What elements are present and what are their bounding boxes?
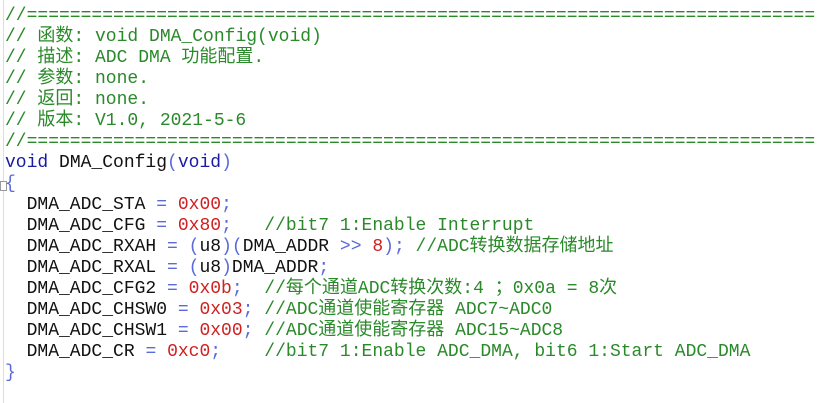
code-token-op: )( bbox=[221, 237, 243, 257]
code-line[interactable]: DMA_ADC_CFG = 0x80; //bit7 1:Enable Inte… bbox=[5, 216, 535, 237]
fold-toggle-icon[interactable] bbox=[0, 181, 7, 191]
code-line[interactable]: //======================================… bbox=[5, 132, 815, 153]
code-token-ident bbox=[178, 258, 189, 278]
code-token-ident: DMA_ADC_CFG2 bbox=[5, 279, 168, 299]
code-token-brace: { bbox=[5, 174, 16, 194]
code-token-op: ; bbox=[231, 279, 243, 299]
code-token-comment: //ADC通道使能寄存器 ADC7~ADC0 bbox=[253, 300, 553, 320]
code-token-number: 0x80 bbox=[177, 216, 222, 236]
code-token-op: = bbox=[156, 216, 168, 236]
code-line[interactable]: DMA_ADC_CFG2 = 0x0b; //每个通道ADC转换次数:4 ；0x… bbox=[5, 279, 618, 300]
code-line[interactable]: // 函数: void DMA_Config(void) bbox=[5, 27, 322, 48]
code-token-ident bbox=[167, 195, 178, 215]
code-token-ident bbox=[362, 237, 373, 257]
code-token-comment: //======================================… bbox=[5, 6, 816, 26]
code-token-comment: // 版本: V1.0, 2021-5-6 bbox=[5, 111, 247, 131]
code-line[interactable]: //======================================… bbox=[5, 6, 815, 27]
code-token-comment: // 函数: void DMA_Config(void) bbox=[5, 27, 322, 47]
code-token-op: ( bbox=[188, 237, 200, 257]
code-token-ident bbox=[178, 279, 189, 299]
code-token-number: 0x00 bbox=[177, 195, 222, 215]
editor-gutter bbox=[0, 0, 4, 403]
code-token-op: = bbox=[145, 342, 157, 362]
code-token-ident: DMA_ADC_CFG bbox=[5, 216, 157, 236]
code-token-comment: //ADC通道使能寄存器 ADC15~ADC8 bbox=[253, 321, 564, 341]
code-token-op: ; bbox=[221, 195, 232, 215]
code-token-ident bbox=[189, 321, 200, 341]
code-token-ident: DMA_ADDR bbox=[242, 237, 340, 257]
code-token-op: ; bbox=[318, 258, 330, 278]
code-token-ident: DMA_ADC_CHSW0 bbox=[5, 300, 178, 320]
code-token-op: = bbox=[167, 237, 178, 257]
code-token-comment: //ADC转换数据存储地址 bbox=[404, 237, 614, 257]
code-token-op: ; bbox=[210, 342, 222, 362]
code-token-ident bbox=[189, 300, 200, 320]
code-token-ident: DMA_ADC_RXAL bbox=[5, 258, 168, 278]
code-token-op: ; bbox=[242, 321, 254, 341]
code-token-op: = bbox=[156, 195, 168, 215]
code-token-ident: DMA_Config bbox=[48, 153, 168, 173]
code-token-number: 8 bbox=[372, 237, 384, 257]
code-token-ident: u8 bbox=[199, 237, 222, 257]
code-line[interactable]: // 参数: none. bbox=[5, 69, 149, 90]
code-token-ident bbox=[167, 216, 178, 236]
code-token-number: 0x03 bbox=[199, 300, 243, 320]
code-token-comment: //bit7 1:Enable ADC_DMA, bit6 1:Start AD… bbox=[221, 342, 751, 362]
code-line[interactable]: { bbox=[5, 174, 16, 195]
code-token-comment: // 描述: ADC DMA 功能配置. bbox=[5, 48, 265, 68]
code-token-ident bbox=[156, 342, 167, 362]
code-token-ident: DMA_ADDR bbox=[231, 258, 319, 278]
code-token-op: = bbox=[177, 300, 189, 320]
code-line[interactable]: // 版本: V1.0, 2021-5-6 bbox=[5, 111, 246, 132]
code-token-ident: DMA_ADC_STA bbox=[5, 195, 157, 215]
code-token-op: >> bbox=[339, 237, 362, 257]
code-token-comment: //======================================… bbox=[5, 132, 816, 152]
code-token-op: ) bbox=[221, 258, 232, 278]
code-token-brace: } bbox=[5, 363, 16, 383]
code-token-number: 0x0b bbox=[188, 279, 232, 299]
code-token-number: 0x00 bbox=[199, 321, 243, 341]
code-token-comment: //bit7 1:Enable Interrupt bbox=[231, 216, 535, 236]
code-token-comment: //每个通道ADC转换次数:4 ；0x0a = 8次 bbox=[242, 279, 618, 299]
code-token-op: = bbox=[167, 258, 178, 278]
code-token-kw: void bbox=[177, 153, 222, 173]
code-line[interactable]: DMA_ADC_STA = 0x00; bbox=[5, 195, 232, 216]
code-token-op: ( bbox=[167, 153, 178, 173]
code-line[interactable]: DMA_ADC_CHSW1 = 0x00; //ADC通道使能寄存器 ADC15… bbox=[5, 321, 564, 342]
code-line[interactable]: DMA_ADC_RXAL = (u8)DMA_ADDR; bbox=[5, 258, 330, 279]
code-token-ident: DMA_ADC_RXAH bbox=[5, 237, 168, 257]
code-token-op: ; bbox=[242, 300, 254, 320]
code-token-ident: u8 bbox=[199, 258, 222, 278]
code-token-op: ( bbox=[188, 258, 200, 278]
code-token-comment: // 参数: none. bbox=[5, 69, 150, 89]
code-token-op: = bbox=[177, 321, 189, 341]
code-token-ident: DMA_ADC_CR bbox=[5, 342, 146, 362]
code-token-kw: void bbox=[5, 153, 49, 173]
code-token-op: ) bbox=[221, 153, 232, 173]
code-token-op: = bbox=[167, 279, 178, 299]
code-token-op: ); bbox=[383, 237, 405, 257]
code-line[interactable]: DMA_ADC_RXAH = (u8)(DMA_ADDR >> 8); //AD… bbox=[5, 237, 614, 258]
code-token-number: 0xc0 bbox=[167, 342, 211, 362]
code-token-comment: // 返回: none. bbox=[5, 90, 150, 110]
code-line[interactable]: // 描述: ADC DMA 功能配置. bbox=[5, 48, 264, 69]
code-token-ident bbox=[178, 237, 189, 257]
code-line[interactable]: DMA_ADC_CHSW0 = 0x03; //ADC通道使能寄存器 ADC7~… bbox=[5, 300, 553, 321]
code-line[interactable]: // 返回: none. bbox=[5, 90, 149, 111]
code-line[interactable]: DMA_ADC_CR = 0xc0; //bit7 1:Enable ADC_D… bbox=[5, 342, 751, 363]
code-line[interactable]: } bbox=[5, 363, 16, 384]
code-token-ident: DMA_ADC_CHSW1 bbox=[5, 321, 178, 341]
code-token-op: ; bbox=[221, 216, 232, 236]
code-line[interactable]: void DMA_Config(void) bbox=[5, 153, 232, 174]
